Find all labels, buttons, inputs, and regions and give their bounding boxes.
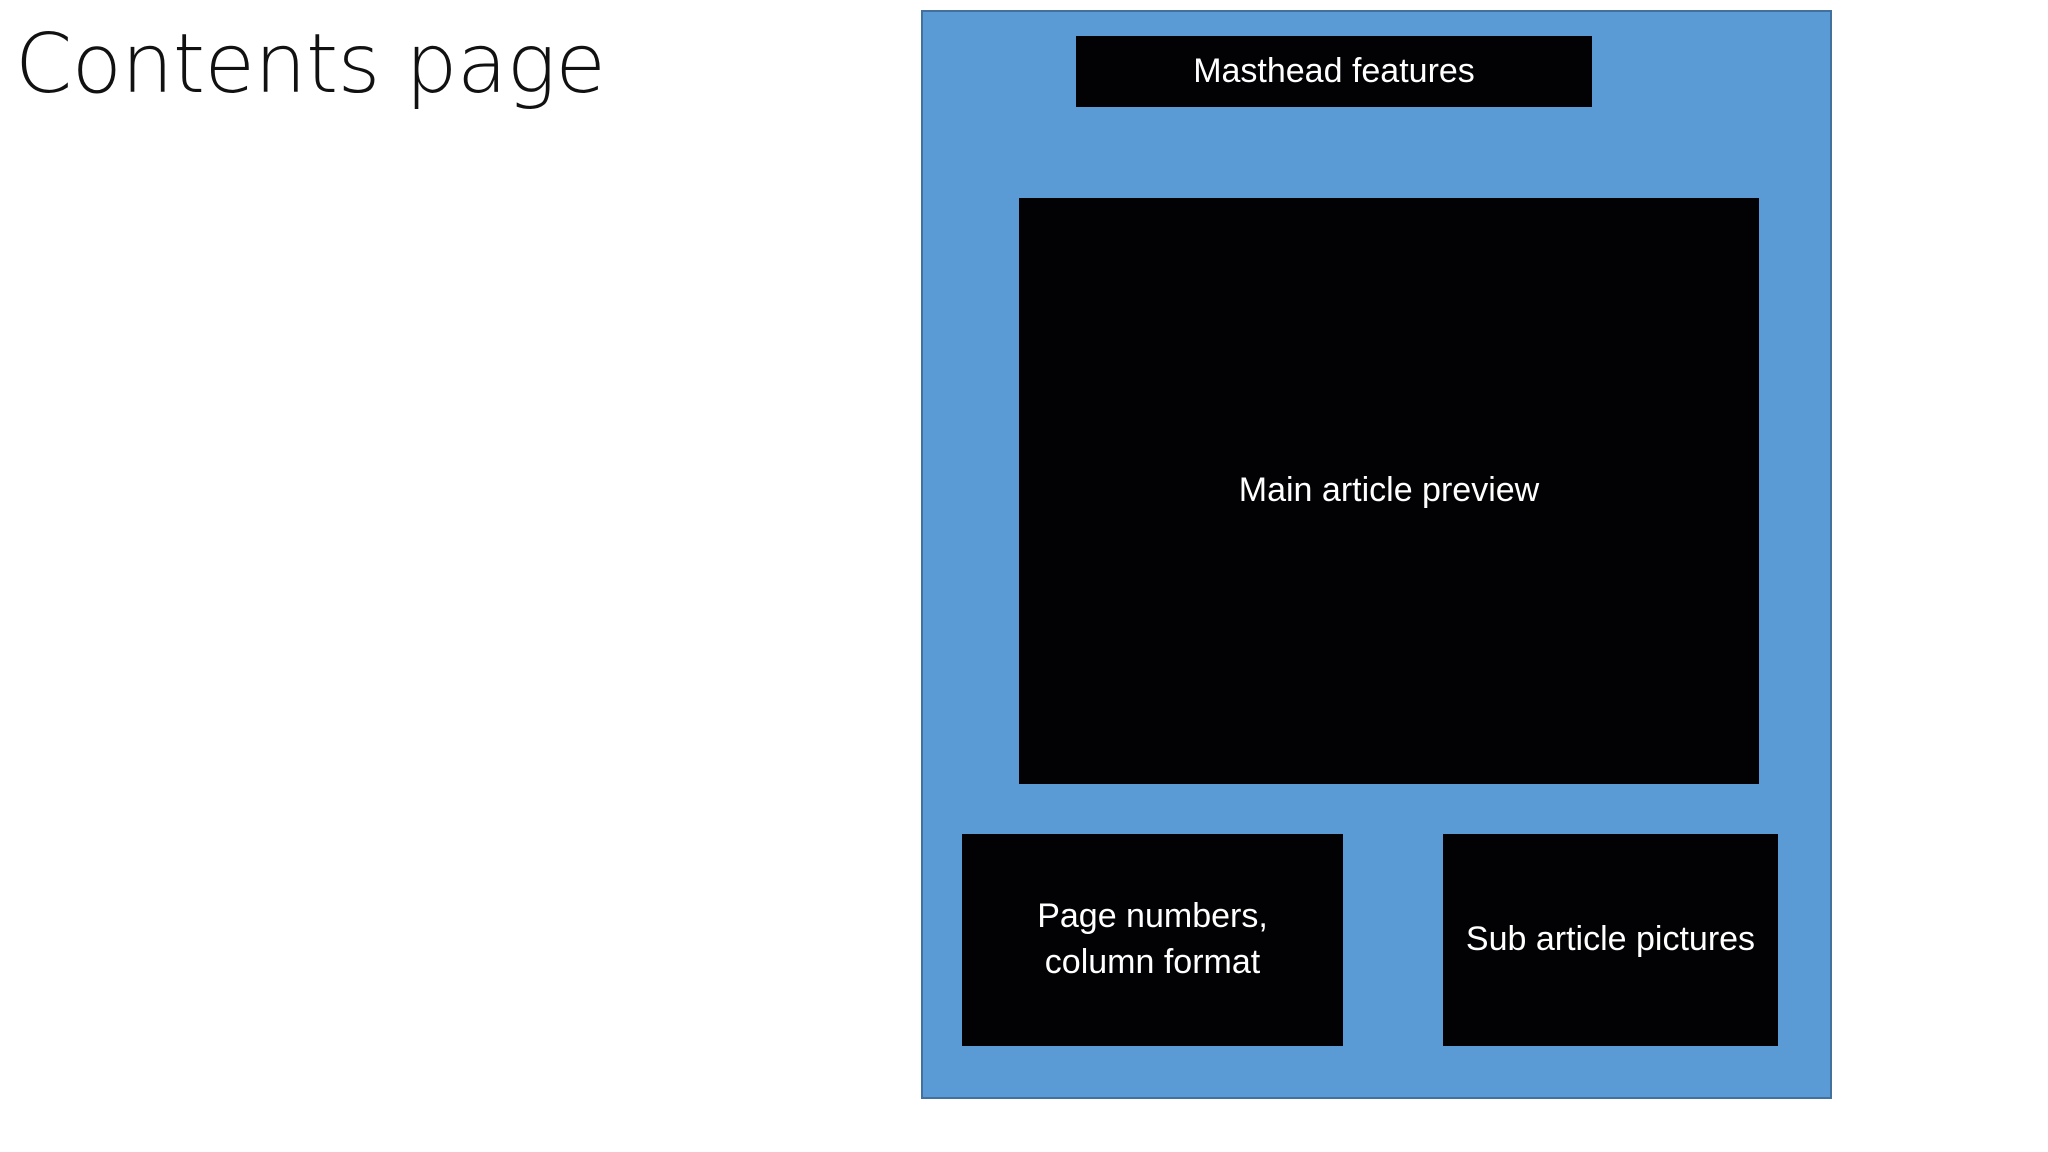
page-numbers-label: Page numbers, column format: [1037, 894, 1268, 986]
slide-title: Contents page: [15, 17, 606, 112]
masthead-block: Masthead features: [1076, 36, 1592, 107]
main-article-label: Main article preview: [1238, 471, 1540, 510]
page-numbers-label-line1: Page numbers,: [1037, 897, 1268, 936]
main-article-block: Main article preview: [1019, 198, 1759, 784]
masthead-label: Masthead features: [1193, 51, 1475, 90]
sub-article-block: Sub article pictures: [1443, 834, 1778, 1046]
page-numbers-block: Page numbers, column format: [962, 834, 1343, 1046]
page-numbers-label-line2: column format: [1044, 943, 1261, 981]
sub-article-label: Sub article pictures: [1465, 920, 1756, 959]
